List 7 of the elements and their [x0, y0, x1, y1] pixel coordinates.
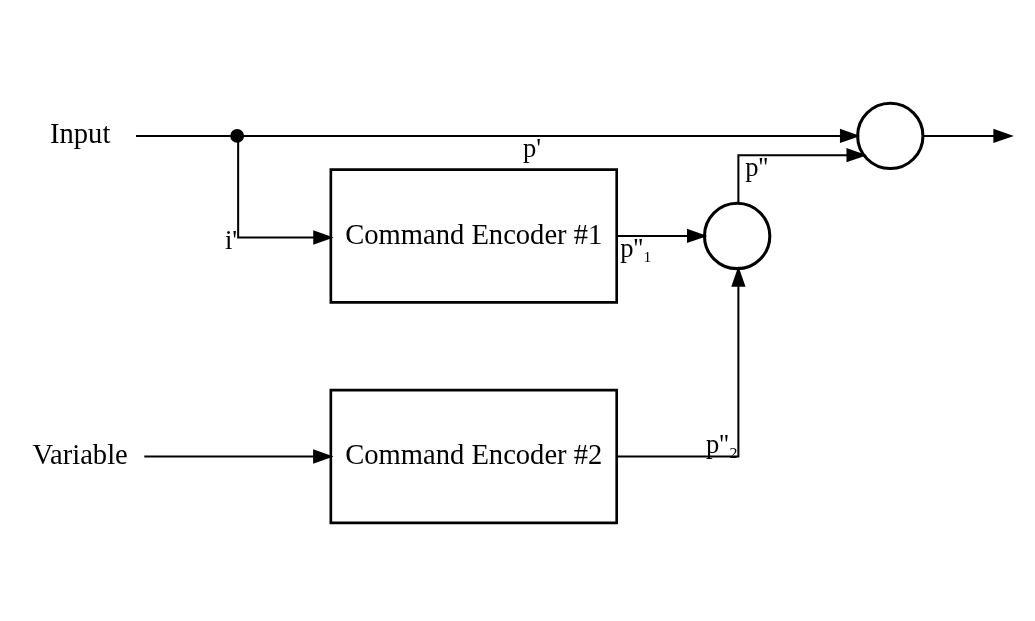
edge-label: p''₂ — [706, 428, 739, 459]
node-text: Input — [50, 117, 111, 149]
edge-label: i' — [224, 224, 238, 255]
edge-label: p' — [523, 132, 542, 163]
edge-label: p''₁ — [620, 232, 653, 263]
edge-label: p'' — [745, 151, 769, 182]
node-text: Variable — [32, 438, 128, 470]
